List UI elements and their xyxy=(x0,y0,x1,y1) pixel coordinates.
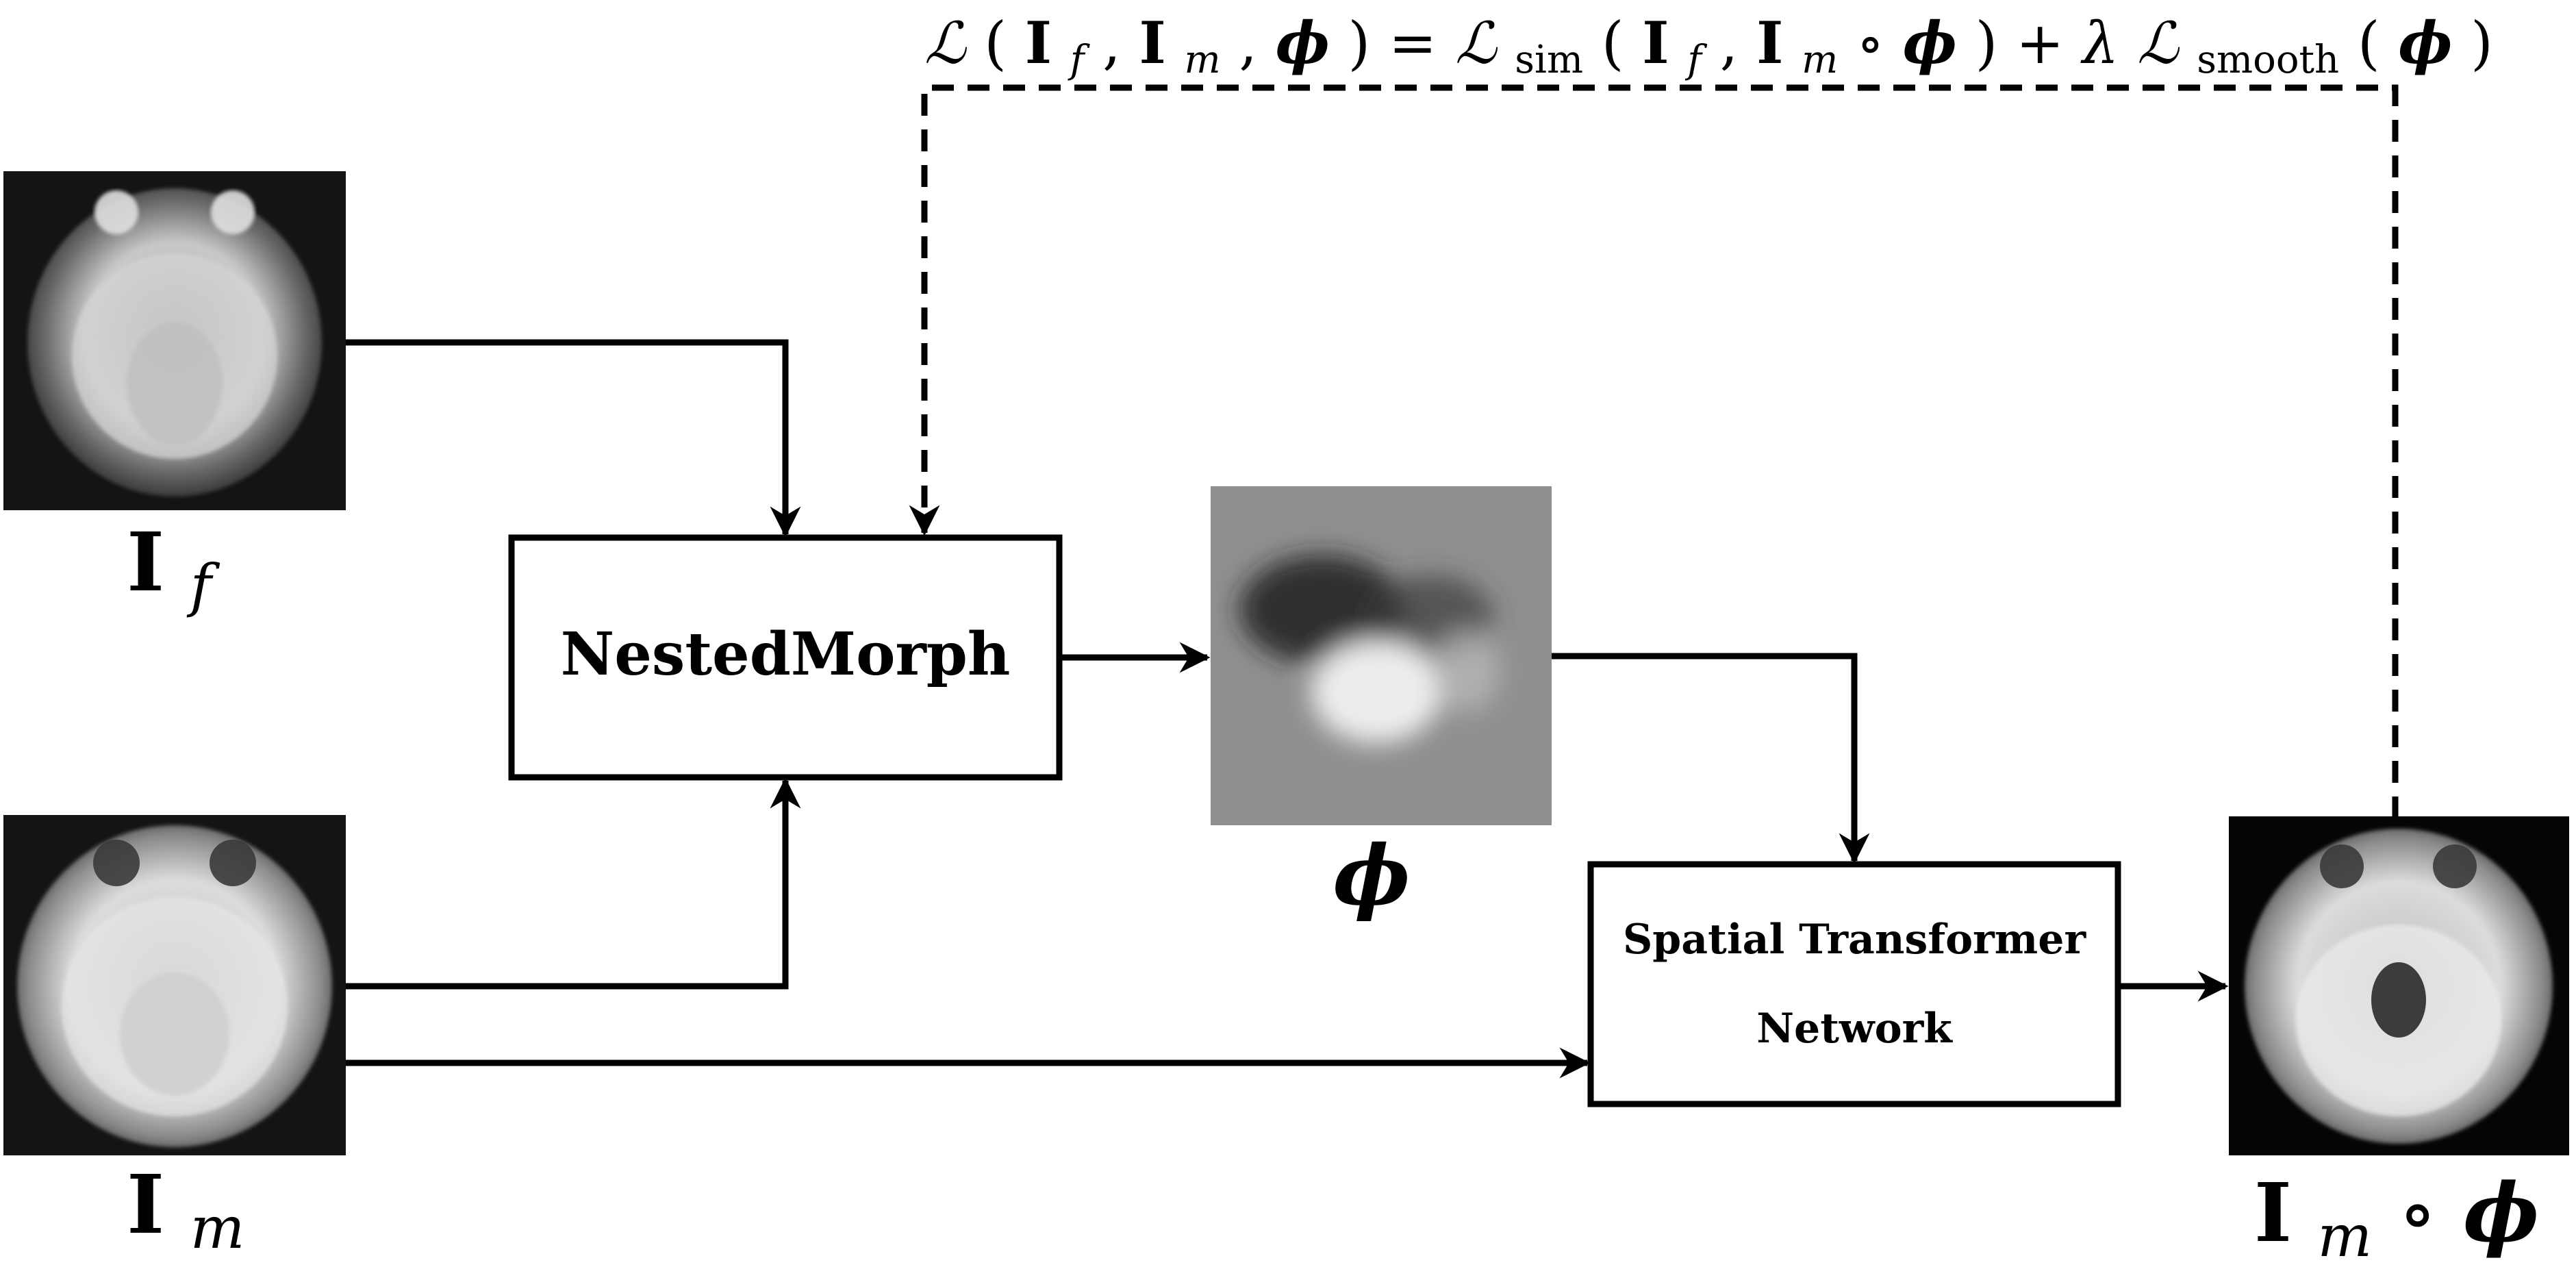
stn-label-line1: Spatial Transformer xyxy=(1623,916,2087,964)
warped-image-label-subscript: m xyxy=(2318,1203,2373,1267)
loss-comma: , xyxy=(1720,10,1756,77)
loss-phi: ϕ xyxy=(1276,9,1330,77)
fixed-image-label-subscript: f xyxy=(186,552,220,619)
arrow-fixed-to-nestedmorph xyxy=(346,339,801,538)
arrow-field-to-stn xyxy=(1552,653,1870,864)
loss-paren: ) xyxy=(2471,10,2493,77)
loss-feedback-dashed-line xyxy=(909,84,2399,818)
arrow-moving-to-nestedmorph xyxy=(346,777,801,990)
warped-image-thumbnail xyxy=(2229,816,2569,1155)
stn-label-line2: Network xyxy=(1756,1005,1953,1053)
warped-image-label: I m ∘ ϕ xyxy=(2254,1165,2539,1267)
loss-moving-subscript: m xyxy=(1802,38,1838,82)
loss-smooth-symbol: ℒ xyxy=(2137,10,2180,77)
loss-paren: ( xyxy=(984,10,1007,77)
loss-fixed-image-symbol: I xyxy=(1642,9,1669,77)
loss-phi: ϕ xyxy=(2398,9,2452,77)
loss-moving-image-symbol: I xyxy=(1756,9,1783,77)
loss-sim-symbol: ℒ xyxy=(1455,10,1498,77)
loss-comma: , xyxy=(1239,10,1275,77)
warped-image-label-phi: ϕ xyxy=(2463,1165,2539,1260)
nested-morph-box: NestedMorph xyxy=(508,534,1063,781)
warped-image-label-compose: ∘ xyxy=(2398,1166,2463,1260)
deformation-field-label: ϕ xyxy=(1333,827,1411,924)
warped-image-label-symbol: I xyxy=(2254,1165,2292,1260)
moving-image-label-subscript: m xyxy=(190,1194,245,1262)
loss-sim-subscript: sim xyxy=(1515,38,1583,82)
moving-image-thumbnail xyxy=(3,815,346,1155)
spatial-transformer-network-box: Spatial Transformer Network xyxy=(1587,861,2121,1107)
loss-paren: ( xyxy=(1602,10,1624,77)
loss-comma: , xyxy=(1102,10,1139,77)
fixed-image-thumbnail xyxy=(3,171,346,510)
loss-paren: ( xyxy=(2358,10,2380,77)
loss-symbol: ℒ xyxy=(924,10,967,77)
loss-moving-image-symbol: I xyxy=(1139,9,1166,77)
loss-fixed-subscript: f xyxy=(1684,38,1708,82)
loss-fixed-image-symbol: I xyxy=(1025,9,1052,77)
fixed-image-label: I f xyxy=(127,514,220,619)
deformation-field-icon xyxy=(1239,555,1500,743)
loss-equation: ℒ ( I f , I m , ϕ ) = ℒ sim ( I f , I m … xyxy=(924,9,2493,86)
loss-moving-subscript: m xyxy=(1185,38,1221,82)
loss-smooth-subscript: smooth xyxy=(2197,38,2339,82)
loss-fixed-subscript: f xyxy=(1068,38,1091,82)
moving-image-label: I m xyxy=(127,1157,244,1262)
loss-phi: ϕ xyxy=(1903,9,1957,77)
moving-image-label-symbol: I xyxy=(127,1157,164,1252)
loss-compose: ∘ xyxy=(1856,10,1903,77)
deformation-field-thumbnail xyxy=(1211,486,1552,825)
loss-plus: ) + xyxy=(1975,10,2083,77)
loss-lambda: λ xyxy=(2080,10,2119,77)
nested-morph-label: NestedMorph xyxy=(561,620,1011,689)
fixed-image-label-symbol: I xyxy=(127,514,164,610)
loss-equals: ) = xyxy=(1348,10,1456,77)
